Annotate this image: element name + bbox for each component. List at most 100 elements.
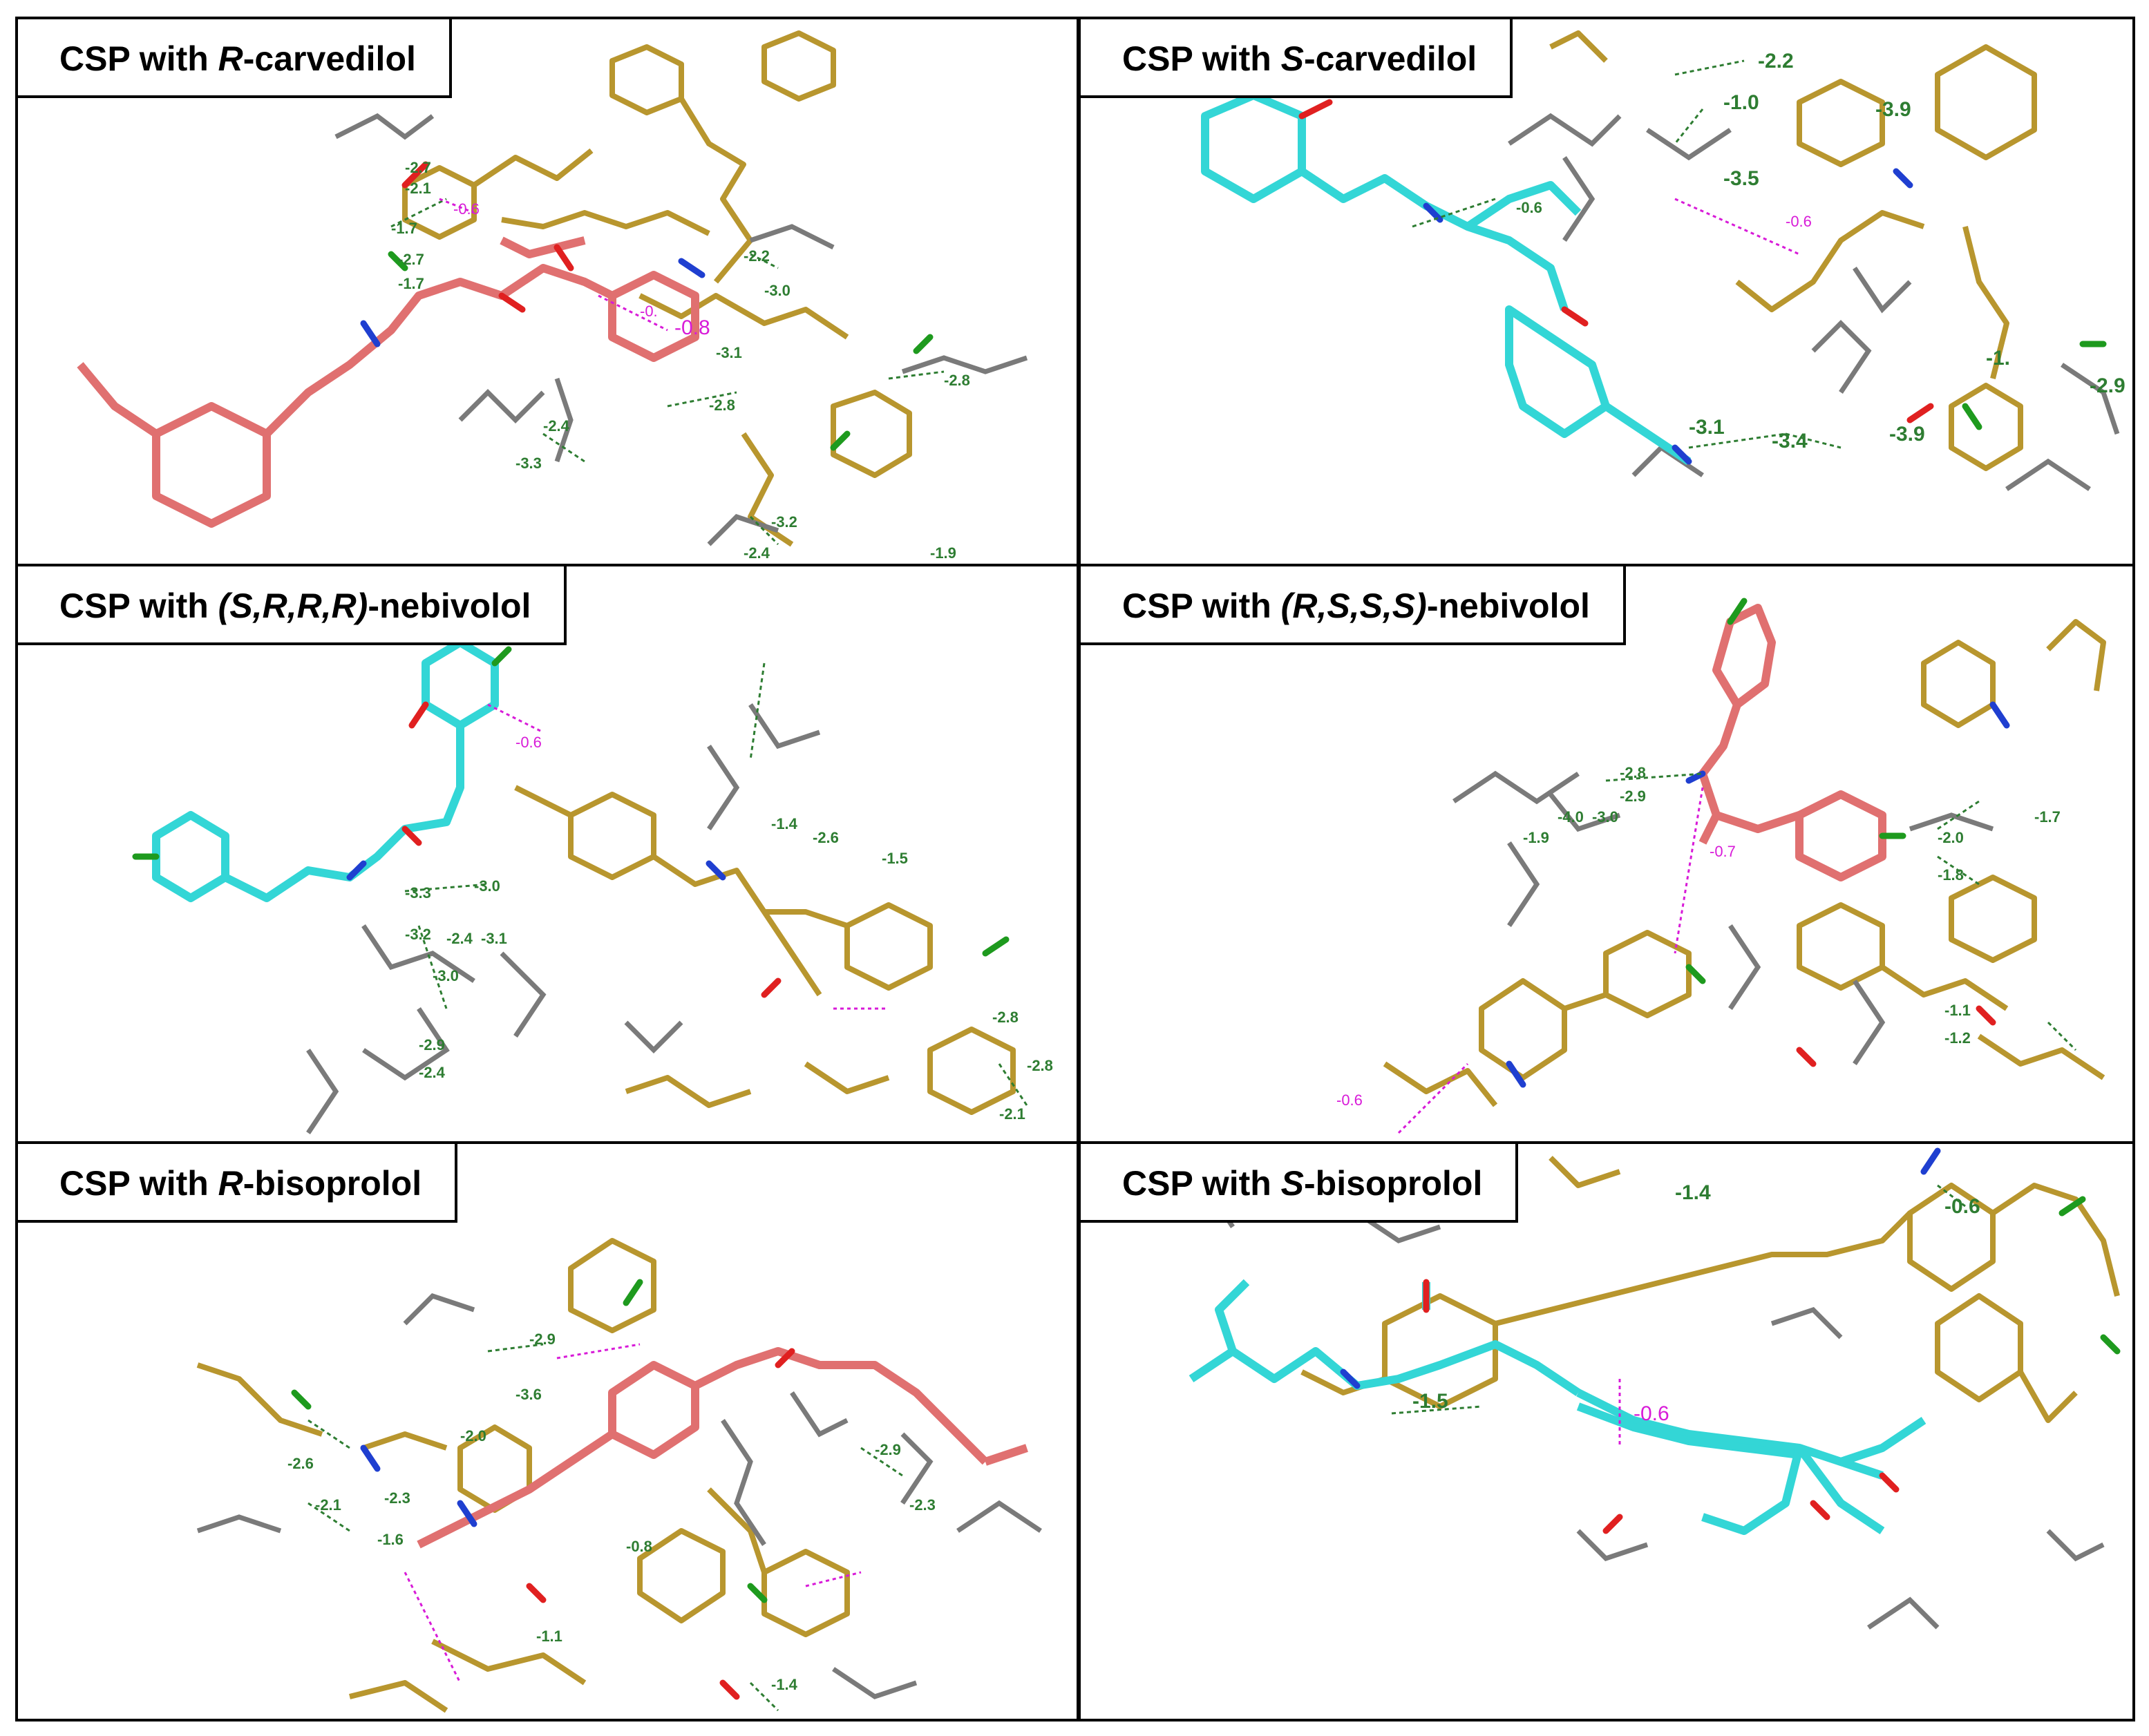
interaction-labels: -2.2 -1.0 -3.9 -3.5 -0.6 -3.1 -3.4 -3.9 … [1516,50,2126,452]
hbond-label: -2.1 [405,180,431,197]
hbond-lines [307,1343,903,1712]
hbond-label: -2.9 [875,1441,901,1458]
csp-structure [1549,30,2037,471]
heteroatoms [1298,99,2107,465]
ligand-s-enantiomer [152,638,499,902]
hbond-label: -1. [1986,347,2010,370]
hbond-label: -2.7 [405,159,431,176]
solvent-molecules [1508,113,2120,491]
hbond-lines [1391,1184,1966,1415]
hbond-label: -1.1 [1944,1002,1971,1019]
hbond-label: -2.9 [529,1330,556,1348]
molecular-scene: -2.7 -2.1 -1.7 -2.7 -1.7 -2.2 -3.0 -3.1 … [77,30,1028,562]
hbond-label: -2.8 [709,397,735,414]
csp-structure [1300,1156,2120,1423]
hbond-label: -1.7 [398,275,424,292]
hbond-label: -3.0 [433,967,459,984]
hbond-label: -3.9 [1889,423,1925,446]
hbond-label: -2.6 [813,829,839,846]
molecular-scene: -2.8 -2.9 -4.0 -3.0 -1.9 -2.0 -1.8 -1.7 … [1336,598,2106,1134]
hbond-label: -0.6 [1944,1195,1980,1218]
pi-lines [1397,787,1704,1134]
ligand-r-enantiomer [77,236,699,528]
hbond-label: -2.4 [543,417,570,435]
molecular-scene: -1.5 -0.6 -1.4 -0.6 [1189,1147,2121,1630]
hbond-label: -1.6 [377,1531,404,1548]
panel-s-carvedilol: CSP with S-carvedilol [1078,17,2135,566]
hbond-label: -2.1 [315,1496,341,1514]
hbond-label: -1.9 [1523,829,1549,846]
panel-r-carvedilol: CSP with R-carvedilol [15,17,1079,566]
hbond-label: -2.9 [1620,788,1646,805]
hbond-label: -2.3 [384,1489,410,1507]
hbond-label: -1.4 [771,815,798,832]
pi-lines [1674,198,1800,256]
hbond-label: -1.4 [771,1676,798,1693]
pi-label: -0.6 [515,734,542,751]
hbond-label: -2.8 [944,372,970,389]
hbond-label: -2.2 [744,247,770,265]
hbond-lines [1412,59,1842,449]
hbond-label: -3.3 [405,884,431,902]
panel-s-bisoprolol: CSP with S-bisoprolol [1078,1141,2135,1721]
ligand-r-enantiomer [1698,604,1886,881]
hbond-label: -3.2 [771,513,797,531]
hbond-label: -2.0 [460,1427,486,1444]
hbond-label: -1.9 [930,544,956,562]
hbond-label: -3.0 [764,282,791,299]
pi-label: -0.6 [1336,1091,1363,1109]
hbond-label: -3.1 [481,930,507,947]
interaction-labels: -2.8 -2.9 -4.0 -3.0 -1.9 -2.0 -1.8 -1.7 … [1336,764,2061,1109]
hbond-label: -2.8 [1620,764,1646,781]
pi-label: -0.7 [1710,843,1736,860]
hbond-label: -3.3 [515,455,542,472]
csp-structure [514,785,1016,1115]
panel-label: CSP with S-carvedilol [1081,19,1513,98]
hbond-label: -2.3 [909,1496,936,1514]
hbond-label: -1.5 [1412,1390,1448,1413]
hbond-label: -3.6 [515,1386,542,1403]
hbond-label: -3.1 [1689,416,1725,439]
hbond-label: -2.2 [1758,50,1794,73]
hbond-label: -4.0 [1558,808,1584,826]
hbond-label: -1.0 [1723,91,1759,114]
pi-lines [487,703,889,1010]
csp-structure [402,30,912,547]
hbond-label: -1.8 [1938,866,1964,884]
hbond-label: -2.0 [1938,829,1964,846]
panel-label: CSP with R-bisoprolol [18,1144,458,1223]
csp-structure [196,1238,850,1713]
csp-structure [1383,619,2106,1107]
heteroatoms [1506,598,2010,1088]
hbond-label: -1.7 [2034,808,2061,826]
hbond-label: -2.1 [999,1105,1025,1123]
hbond-label: -2.4 [744,544,770,562]
hbond-label: -2.9 [419,1036,445,1053]
heteroatoms [291,1279,795,1700]
hbond-label: -1.5 [882,850,908,867]
hbond-label: -1.7 [391,220,417,237]
hbond-label: -2.4 [446,930,473,947]
pi-label: -0.6 [1634,1402,1669,1425]
solvent-molecules [1452,770,1994,1065]
panel-label: CSP with (R,S,S,S)-nebivolol [1081,566,1626,645]
hbond-label: -2.9 [2090,374,2126,397]
ligand-s-enantiomer [1201,91,1692,465]
hbond-label: -2.8 [992,1009,1019,1026]
hbond-label: -3.0 [474,877,500,895]
pi-label: -0.6 [453,200,480,218]
interaction-labels: -2.9 -3.6 -2.0 -2.6 -2.1 -2.3 -1.6 -0.8 … [287,1330,936,1693]
hbond-label: -0.8 [626,1538,652,1555]
pi-label: -0. [640,303,658,320]
solvent-molecules [196,1293,1042,1699]
pi-label: -0.6 [1786,213,1812,230]
panel-srrr-nebivolol: CSP with (S,R,R,R)-nebivolol [15,564,1079,1144]
panel-label: CSP with R-carvedilol [18,19,452,98]
panel-r-bisoprolol: CSP with R-bisoprolol [15,1141,1079,1721]
hbond-label: -3.2 [405,926,431,943]
hbond-label: -2.4 [419,1064,446,1081]
pi-lines [404,1343,862,1683]
hbond-lines [404,662,1028,1106]
molecular-scene: -2.9 -3.6 -2.0 -2.6 -2.1 -2.3 -1.6 -0.8 … [196,1238,1042,1713]
panel-rsss-nebivolol: CSP with (R,S,S,S)-nebivolol [1078,564,2135,1144]
